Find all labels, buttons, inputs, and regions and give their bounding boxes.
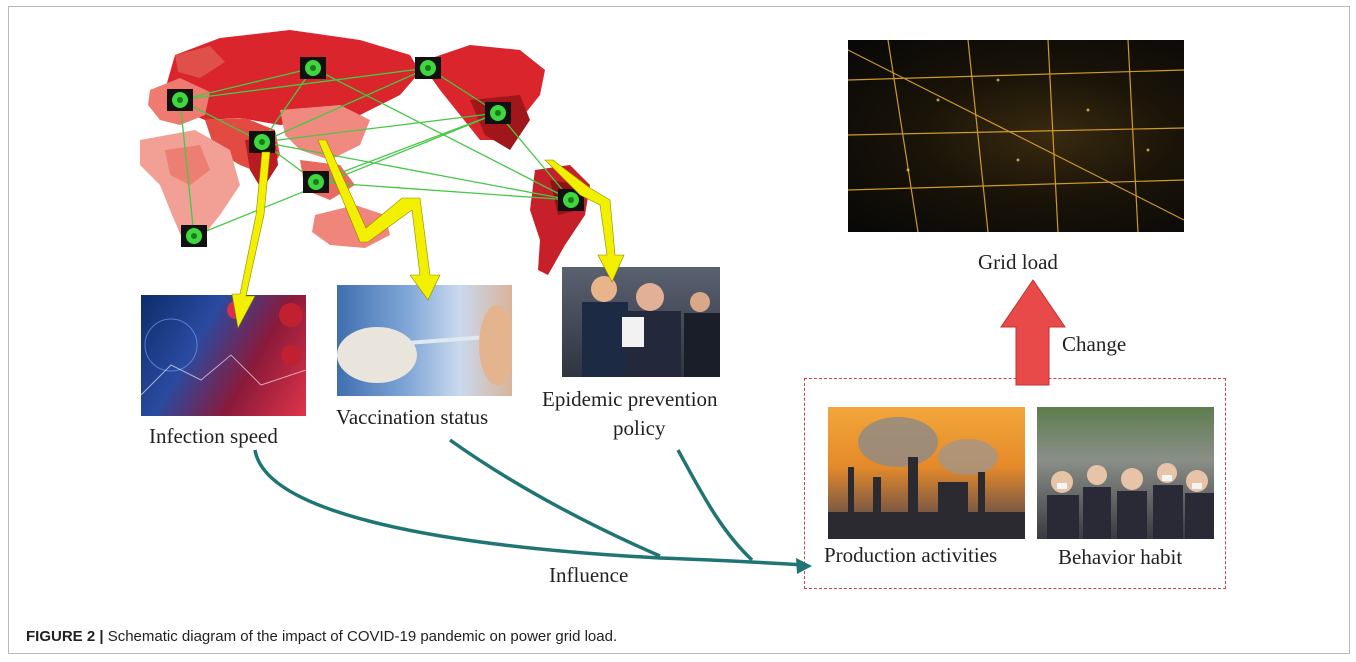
vaccination-status-label: Vaccination status: [336, 405, 489, 429]
teal-arrows: [253, 438, 806, 567]
influence-arrowhead-icon: [796, 558, 812, 574]
press-conference-photo: [562, 267, 720, 377]
grid-load-label: Grid load: [978, 250, 1058, 274]
yellow-arrows: [231, 139, 625, 329]
crowd-photo: [1037, 407, 1214, 539]
virus-icon: [300, 57, 326, 79]
virus-icon: [167, 89, 193, 111]
virus-nodes: [167, 57, 584, 247]
epidemic-policy-label-line2: policy: [613, 416, 666, 440]
virus-icon: [415, 57, 441, 79]
virus-icon: [485, 102, 511, 124]
virus-icon: [181, 225, 207, 247]
arrow-to-infection-icon: [231, 151, 271, 329]
virus-photo: [141, 295, 306, 416]
virus-icon: [558, 189, 584, 211]
network-lines: [179, 67, 572, 237]
factory-photo: [828, 407, 1025, 539]
production-activities-label: Production activities: [824, 543, 998, 567]
figure-caption-text: Schematic diagram of the impact of COVID…: [103, 628, 618, 645]
impact-group-box: [804, 378, 1226, 589]
behavior-habit-label: Behavior habit: [1058, 545, 1183, 569]
change-arrow-icon: [1000, 279, 1066, 386]
figure-caption: FIGURE 2 | Schematic diagram of the impa…: [26, 628, 617, 645]
epidemic-policy-label-line1: Epidemic prevention: [542, 387, 718, 411]
virus-icon: [249, 131, 275, 153]
influence-label: Influence: [549, 563, 629, 587]
arrow-to-vaccination-icon: [317, 139, 441, 301]
change-label: Change: [1062, 332, 1127, 356]
infection-speed-label: Infection speed: [149, 424, 278, 448]
city-night-photo: [848, 40, 1184, 232]
vaccine-photo: [337, 285, 512, 396]
figure-caption-label: FIGURE 2 |: [26, 628, 104, 645]
arrow-to-policy-icon: [544, 159, 625, 283]
virus-icon: [303, 171, 329, 193]
